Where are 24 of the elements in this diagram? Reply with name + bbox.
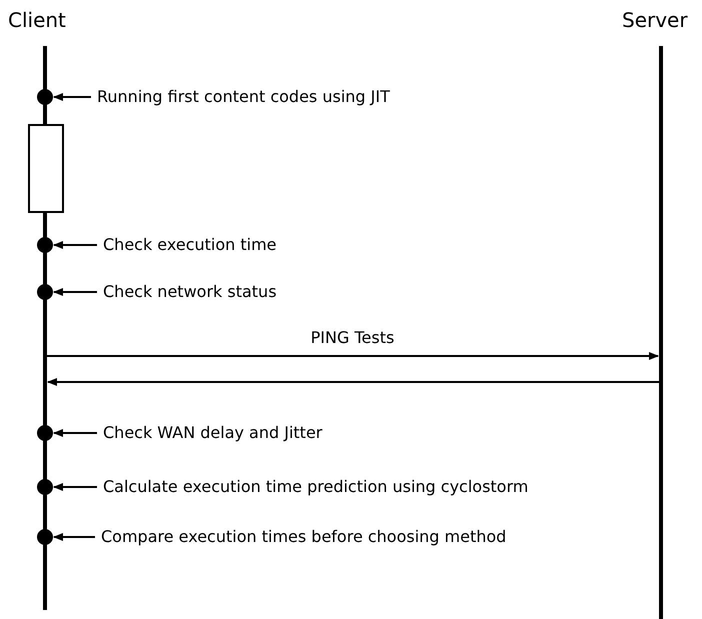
step-dot bbox=[37, 425, 53, 441]
pointer-arrow bbox=[53, 483, 97, 491]
pointer-arrow bbox=[53, 429, 97, 437]
step-note: Check WAN delay and Jitter bbox=[103, 423, 322, 443]
step-note: Check execution time bbox=[103, 235, 277, 255]
step-note: Compare execution times before choosing method bbox=[101, 527, 506, 547]
pointer-arrow bbox=[53, 533, 95, 541]
step-dot bbox=[37, 284, 53, 300]
pointer-arrow bbox=[53, 288, 97, 296]
step-note: Running first content codes using JIT bbox=[97, 87, 390, 107]
message-arrow bbox=[47, 378, 659, 386]
step-note: Check network status bbox=[103, 282, 277, 302]
step-dot bbox=[37, 237, 53, 253]
lifeline-label: Client bbox=[8, 8, 66, 32]
pointer-arrow bbox=[53, 241, 97, 249]
lifeline bbox=[659, 46, 663, 619]
step-note: Calculate execution time prediction using cyclostorm bbox=[103, 477, 528, 497]
lifeline-label: Server bbox=[622, 8, 688, 32]
message-arrow bbox=[47, 352, 659, 360]
activation-box bbox=[28, 124, 64, 213]
step-dot bbox=[37, 529, 53, 545]
pointer-arrow bbox=[53, 93, 91, 101]
step-dot bbox=[37, 479, 53, 495]
step-dot bbox=[37, 89, 53, 105]
